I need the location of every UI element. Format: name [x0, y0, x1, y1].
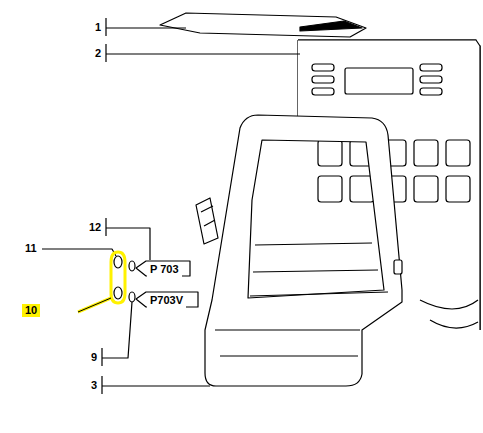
callout-number: 12 [86, 221, 104, 234]
panel-curve [420, 300, 478, 328]
part-code: P 703 [147, 262, 182, 277]
callout-number: 2 [92, 47, 104, 60]
leader-lines [42, 28, 300, 386]
washer [114, 287, 122, 299]
panel-slots [312, 64, 442, 95]
panel-display [345, 68, 413, 94]
callout-number: 9 [88, 351, 100, 364]
frame-clip [394, 260, 402, 274]
part-code: P703V [147, 293, 186, 308]
washer [114, 256, 122, 268]
washer [129, 292, 135, 302]
callout-number: 11 [22, 242, 40, 255]
panel-vents [318, 140, 470, 202]
callout-number: 10 [22, 304, 40, 317]
highlight [78, 252, 125, 312]
callout-number: 1 [92, 21, 104, 34]
tab-ribs [201, 206, 215, 226]
frame [205, 115, 402, 386]
tag-plate [136, 292, 198, 307]
trim-shade [300, 21, 362, 31]
washer [129, 261, 135, 271]
callout-number: 3 [88, 379, 100, 392]
frame-shelves [215, 243, 388, 356]
callout-brackets [102, 18, 106, 394]
tag-plate [136, 261, 190, 276]
trim-strip [160, 13, 366, 37]
frame-tab [196, 198, 218, 244]
